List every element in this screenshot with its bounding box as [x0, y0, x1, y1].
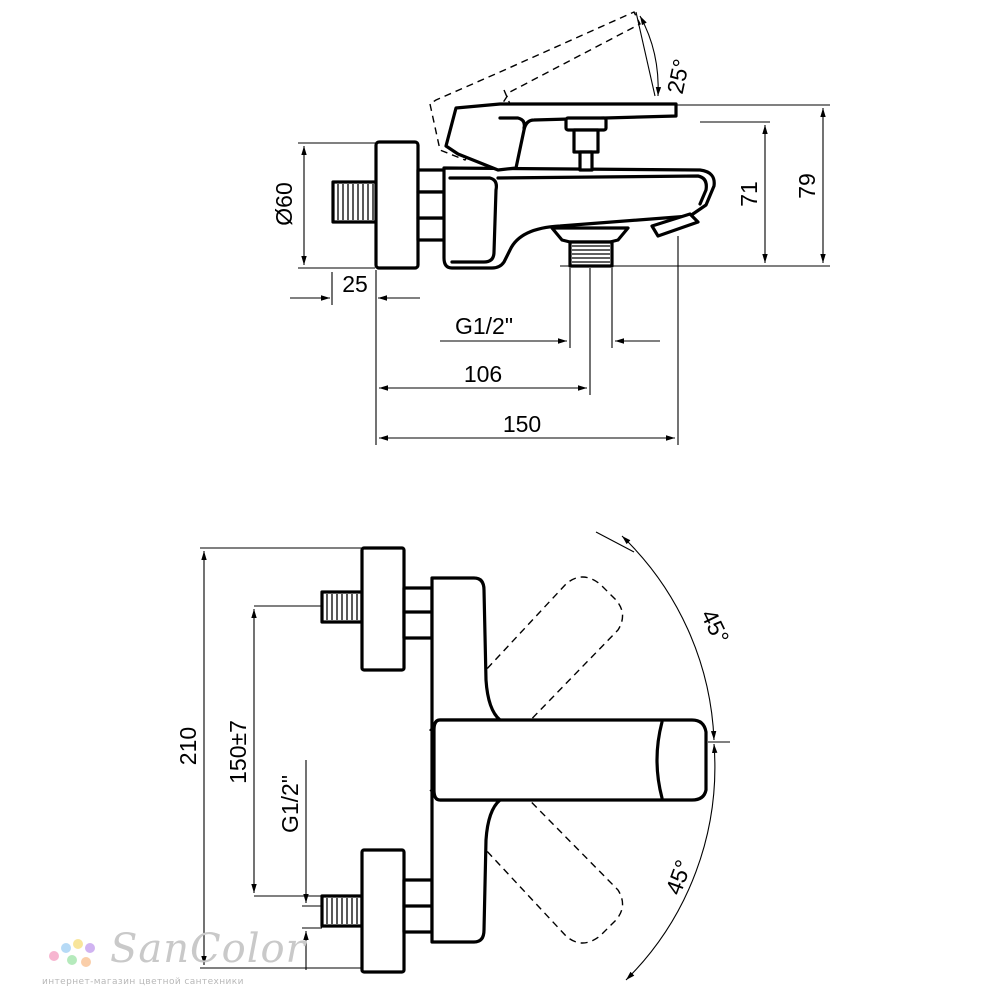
watermark-dots-icon — [49, 939, 95, 967]
dim-centers-150: 150±7 — [225, 720, 251, 784]
watermark-subtitle: интернет-магазин цветной сантехники — [42, 977, 244, 987]
side-escutcheon — [374, 140, 420, 270]
side-spout-outlet — [650, 212, 700, 238]
front-top-inlet — [320, 546, 434, 672]
watermark: SanColor интернет-магазин цветной сантех… — [40, 926, 305, 990]
dim-diameter-60: Ø60 — [271, 182, 297, 225]
dim-depth-25: 25 — [342, 271, 368, 297]
front-bottom-inlet — [320, 848, 434, 974]
front-view — [200, 531, 730, 981]
dim-angle-45-bottom: 45° — [660, 856, 696, 898]
dim-height-210: 210 — [175, 727, 201, 765]
dim-length-150: 150 — [503, 411, 541, 437]
lever-rotated-down — [428, 751, 624, 944]
watermark-brand: SanColor — [110, 926, 306, 972]
side-lever — [444, 102, 678, 172]
side-view: 25° Ø60 71 79 25 G1/2" 106 150 — [271, 11, 830, 445]
lever-rotated-up — [428, 576, 624, 771]
side-threaded-inlet — [331, 180, 380, 224]
dim-height-79: 79 — [794, 173, 820, 199]
dim-length-106: 106 — [464, 361, 502, 387]
front-dimension-lines — [201, 535, 718, 981]
dim-angle-45-top: 45° — [696, 605, 735, 648]
dim-lever-angle: 25° — [662, 57, 695, 96]
dim-height-71: 71 — [736, 181, 762, 207]
front-lever — [432, 718, 708, 802]
raised-lever-outline — [429, 11, 641, 161]
dim-thread-side: G1/2" — [455, 313, 513, 339]
side-diverter — [564, 116, 608, 172]
side-body — [442, 166, 716, 270]
side-connector — [416, 168, 448, 242]
side-dimension-lines — [290, 15, 826, 441]
dim-thread-front: G1/2" — [277, 775, 303, 833]
side-bottom-outlet — [550, 226, 630, 268]
front-extension-lines — [200, 531, 730, 969]
